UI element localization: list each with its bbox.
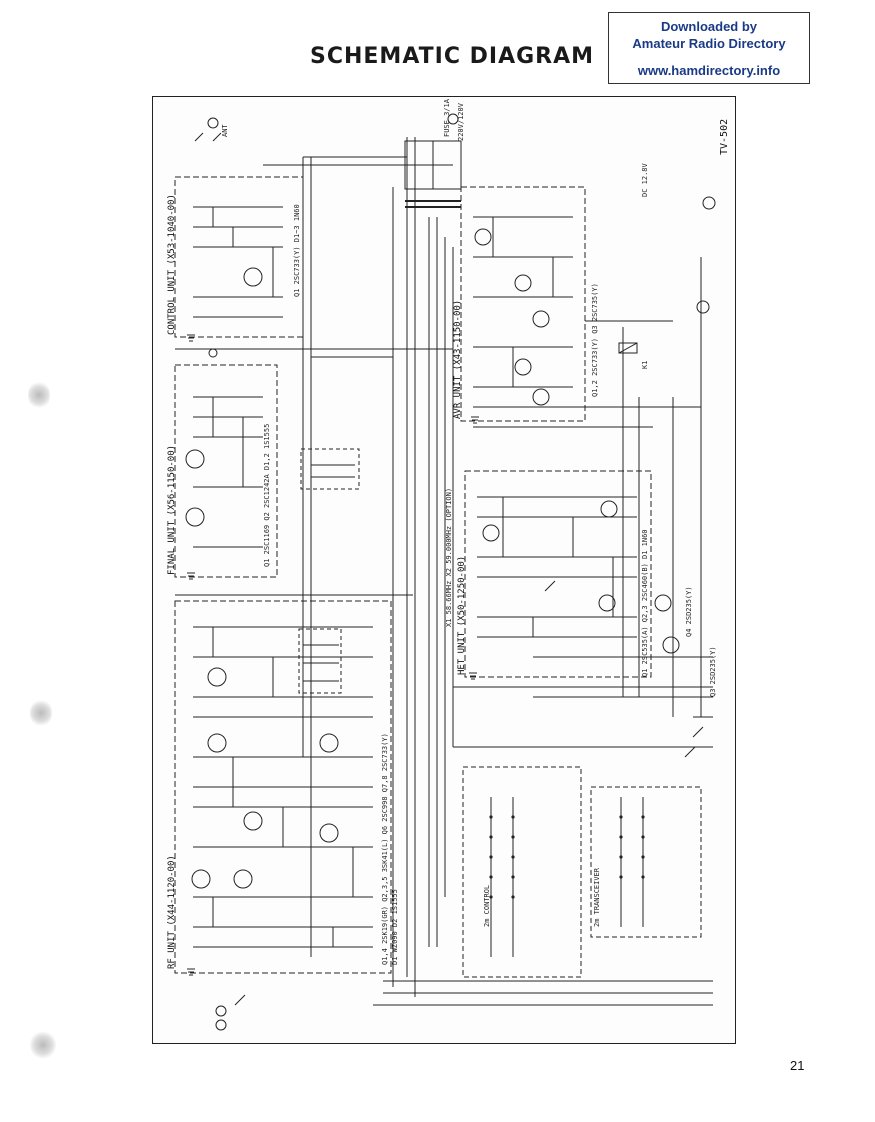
switch-control-label: 2m CONTROL xyxy=(483,884,491,927)
scan-blot-1 xyxy=(28,380,50,410)
scan-blot-3 xyxy=(30,1030,56,1060)
model-label: TV-502 xyxy=(719,118,730,155)
het-unit-label: HET UNIT (X50-1250-00) xyxy=(457,555,467,675)
download-badge: Downloaded by Amateur Radio Directory ww… xyxy=(608,12,810,84)
ant-jack-label: ANT xyxy=(221,124,229,137)
rf-unit-label: RF UNIT (X44-1120-00) xyxy=(167,855,177,969)
het-crystal-note: X1 58.66MHz X2 59.000MHz (OPTION) xyxy=(445,487,453,627)
badge-line-2: Amateur Radio Directory xyxy=(632,36,786,51)
relay-label: K1 xyxy=(641,360,649,369)
final-parts-note: Q1 2SC1169 Q2 2SC1242A D1,2 1S1555 xyxy=(263,423,271,567)
schematic-drawing xyxy=(174,113,716,1031)
het-parts-note: Q1 2SC535(A) Q2,3 2SC460(B) D1 1N60 xyxy=(641,529,649,677)
rf-unit-box xyxy=(174,600,392,974)
ext-q3-label: Q3 2SD235(Y) xyxy=(709,646,717,697)
control-unit-box xyxy=(174,176,304,338)
dc-jack-label: DC 12.8V xyxy=(641,163,649,197)
avr-unit-box xyxy=(460,186,586,422)
control-unit-label: CONTROL UNIT (X53-1040-00) xyxy=(167,194,177,335)
badge-line-1: Downloaded by xyxy=(660,19,758,34)
avr-parts-note: Q1,2 2SC733(Y) Q3 2SC735(Y) xyxy=(591,283,599,397)
fuse-label: FUSE 3/1A xyxy=(443,99,451,137)
switch-transceiver-label: 2m TRANSCEIVER xyxy=(593,867,601,927)
badge-link[interactable]: www.hamdirectory.info xyxy=(637,63,781,78)
control-parts-note: Q1 2SC733(Y) D1~3 1N60 xyxy=(293,204,301,297)
het-unit-box xyxy=(464,470,652,678)
schematic-diagram: CONTROL UNIT (X53-1040-00) FINAL UNIT (X… xyxy=(152,96,736,1044)
rf-diodes-note: D1 WZ090 D2 1S1555 xyxy=(391,889,399,965)
power-label: 220V/120V xyxy=(457,103,465,141)
page-number: 21 xyxy=(790,1058,805,1073)
final-unit-label: FINAL UNIT (X56-1150-00) xyxy=(167,444,177,575)
page-title: SCHEMATIC DIAGRAM xyxy=(310,44,595,69)
ext-q4-label: Q4 2SD235(Y) xyxy=(685,586,693,637)
scan-blot-2 xyxy=(30,698,52,728)
avr-unit-label: AVR UNIT (X43-1150-00) xyxy=(453,299,463,419)
rf-parts-note: Q1,4 2SK19(GR) Q2,3,5 3SK41(L) Q6 2SC998… xyxy=(381,733,389,965)
final-unit-box xyxy=(174,364,278,578)
